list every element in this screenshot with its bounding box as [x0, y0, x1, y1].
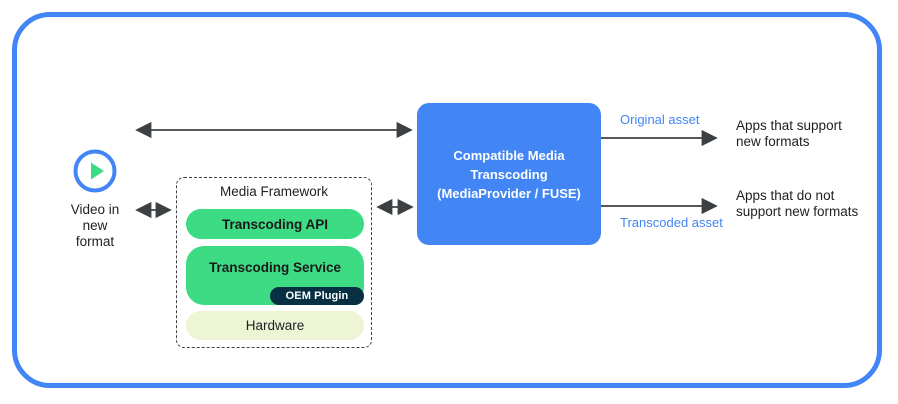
- media-framework-group: Media Framework Transcoding API Transcod…: [176, 177, 372, 348]
- transcoding-api-label: Transcoding API: [221, 216, 329, 232]
- cmt-line2: Transcoding: [470, 166, 548, 182]
- cmt-line1: Compatible Media: [453, 147, 565, 163]
- compatible-media-transcoding-box: Compatible Media Transcoding (MediaProvi…: [417, 103, 601, 245]
- hardware-label: Hardware: [245, 318, 305, 333]
- original-asset-label: Original asset: [620, 112, 700, 127]
- transcoding-service-label: Transcoding Service: [208, 260, 342, 275]
- apps-nosupport-line2: support new formats: [736, 204, 859, 219]
- transcoding-api-box: Transcoding API: [186, 209, 364, 239]
- video-source-label: Video in new format: [52, 202, 138, 250]
- media-framework-title: Media Framework: [219, 184, 329, 199]
- outer-frame: [12, 12, 882, 388]
- cmt-line3: (MediaProvider / FUSE): [437, 185, 581, 201]
- play-circle-icon: [72, 148, 118, 194]
- video-source-label-line2: new: [82, 218, 108, 233]
- hardware-box: Hardware: [186, 311, 364, 340]
- apps-support-line2: new formats: [736, 134, 810, 149]
- video-source-label-line1: Video in: [70, 202, 120, 217]
- oem-plugin-badge: OEM Plugin: [270, 287, 364, 305]
- apps-support-line1: Apps that support: [736, 118, 842, 133]
- apps-nosupport-line1: Apps that do not: [736, 188, 835, 203]
- transcoded-asset-label: Transcoded asset: [620, 215, 723, 230]
- apps-support-label: Apps that support new formats: [736, 118, 842, 150]
- video-source-node: Video in new format: [52, 148, 138, 250]
- apps-nosupport-label: Apps that do not support new formats: [736, 188, 858, 220]
- oem-plugin-label: OEM Plugin: [285, 290, 349, 302]
- video-source-label-line3: format: [75, 234, 115, 249]
